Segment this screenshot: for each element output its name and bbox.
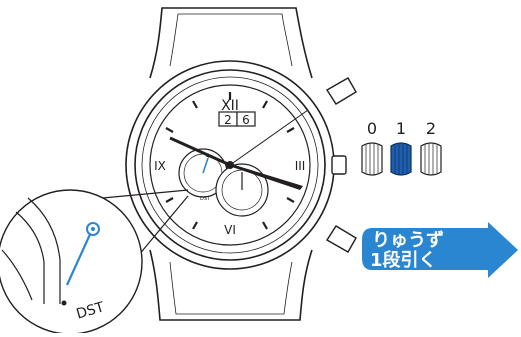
bezel-inner (141, 76, 319, 254)
numeral-9: IX (154, 159, 166, 173)
side-pushers (326, 77, 357, 253)
arrow-text-line1: りゅうず (372, 230, 444, 251)
upper-band-inner (169, 13, 293, 67)
callout-dst-dot (61, 300, 67, 306)
date-digit-2: 6 (242, 113, 250, 127)
crown-position-2: 2 (426, 119, 436, 138)
callout-blue-hand (65, 229, 94, 286)
hour-indices (165, 92, 295, 230)
callout-subdial-arc (15, 197, 61, 304)
magnified-callout: DST (0, 189, 143, 335)
numeral-6: VI (224, 223, 236, 237)
callout-circle (0, 189, 143, 335)
upper-band (149, 7, 313, 79)
lower-band (149, 249, 313, 321)
second-hand (229, 109, 309, 166)
crown-0 (361, 142, 383, 176)
callout-dst-label: DST (75, 299, 107, 322)
upper-pusher (326, 77, 357, 105)
subdial-blue-hand (202, 157, 209, 174)
main-hands (169, 109, 309, 190)
arrow-shape (362, 222, 518, 278)
instruction-arrow: りゅうず 1段引く (362, 222, 518, 278)
crown-tube (331, 155, 347, 175)
crown-position-labels: 0 1 2 (367, 119, 436, 138)
crown-position-0: 0 (367, 119, 377, 138)
numeral-12: XII (221, 98, 239, 114)
hour-hand (228, 163, 303, 190)
callout-outer-arc (1, 249, 33, 301)
bezel (134, 69, 326, 261)
date-digit-1: 2 (224, 113, 232, 127)
dial-dst-label: DST (200, 196, 211, 202)
crown-position-1: 1 (396, 119, 406, 138)
roman-numerals: XII III VI IX (154, 98, 305, 237)
crown-1-active (390, 142, 412, 176)
lower-band-inner (169, 261, 293, 315)
lower-pusher (326, 225, 357, 253)
date-window: 2 6 (218, 111, 256, 127)
arrow-text-line2: 1段引く (370, 249, 437, 271)
numeral-3: III (295, 159, 306, 173)
crown-2 (420, 142, 442, 176)
dial (149, 84, 311, 246)
minute-hand (169, 136, 231, 167)
